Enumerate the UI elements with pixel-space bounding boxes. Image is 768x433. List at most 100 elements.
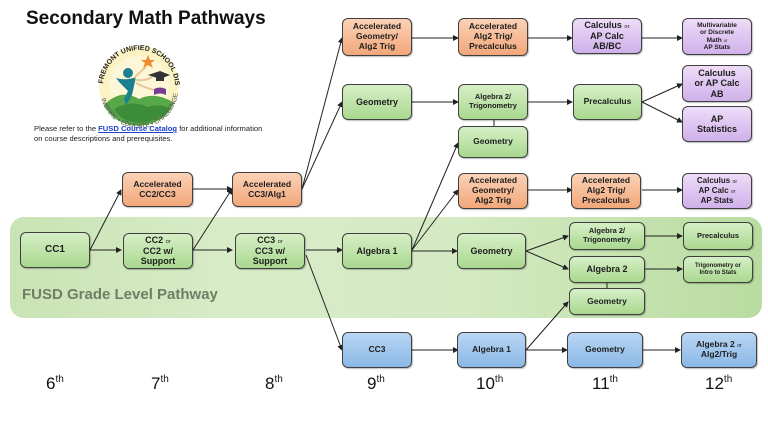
course-label: AP Stats [700, 196, 734, 206]
arrow [89, 189, 122, 251]
course-label: Statistics [696, 124, 738, 134]
course-label: Accelerated [581, 175, 631, 186]
grade-label-6: 6th [46, 374, 64, 394]
course-label: Intro to Stats [699, 269, 737, 276]
course-box-cc3-support: CC3 [342, 332, 412, 368]
course-label: AB [710, 88, 724, 99]
grade-number: 6 [46, 374, 56, 393]
course-label: Geometry [355, 96, 399, 107]
course-label: Calculus [698, 67, 736, 78]
course-label: Precalculus [583, 96, 632, 107]
course-label: Algebra 2 [695, 339, 735, 350]
grade-suffix: th [160, 374, 169, 385]
arrow [525, 301, 569, 351]
catalog-note: Please refer to the FUSD Course Catalog … [34, 124, 264, 144]
course-label: CC2 w/ [142, 246, 173, 257]
grade-level-pathway-label: FUSD Grade Level Pathway [22, 286, 218, 303]
course-label: Alg2 Trig [358, 40, 396, 51]
course-label: CC3 [368, 344, 386, 355]
course-label: Accelerated [468, 175, 518, 186]
course-label: Geometry [587, 295, 627, 306]
grade-suffix: th [55, 374, 64, 385]
arrow [525, 250, 569, 270]
arrow [411, 189, 459, 251]
grade-suffix: th [609, 374, 618, 385]
grade-label-10: 10th [476, 374, 503, 394]
grade-number: 9 [367, 374, 377, 393]
grade-number: 12 [705, 374, 724, 393]
course-label: Alg2 Trig/ [586, 185, 626, 196]
course-label: Algebra 1 [472, 344, 511, 355]
course-label: Calculus [584, 20, 622, 31]
arrow [525, 234, 569, 252]
course-label: or AP Calc [694, 78, 740, 89]
course-label: AP [710, 113, 724, 124]
course-label: Geometry/ [471, 185, 515, 196]
course-box-geometry-11: Geometry [569, 288, 645, 315]
course-label: AP Calc [698, 186, 729, 196]
course-label: Precalculus [582, 194, 630, 205]
course-label: CC2 [145, 235, 164, 246]
arrow [641, 101, 683, 123]
course-label: Alg2 Trig [474, 194, 512, 205]
course-box-precalculus-12: Precalculus [683, 222, 753, 250]
grade-label-11: 11th [592, 374, 618, 394]
grade-label-7: 7th [151, 374, 169, 394]
course-label: Alg2/Trig [700, 349, 738, 359]
page-title: Secondary Math Pathways [26, 8, 266, 29]
or-text: or [730, 189, 736, 196]
course-label: Accelerated [352, 21, 402, 32]
course-label: Trigonometry or [694, 262, 741, 269]
or-text: or [624, 24, 630, 31]
course-catalog-link[interactable]: FUSD Course Catalog [98, 124, 178, 133]
grade-suffix: th [376, 374, 385, 385]
arrow [641, 83, 683, 103]
or-text: or [165, 239, 171, 246]
course-label: Accelerated [133, 178, 182, 189]
course-box-precalculus-11: Precalculus [573, 84, 642, 120]
arrow [301, 37, 344, 190]
grade-number: 11 [592, 374, 610, 393]
course-box-algebra1-support: Algebra 1 [457, 332, 526, 368]
course-box-algebra2-trig-11: Algebra 2/Trigonometry [569, 222, 645, 250]
course-box-geometry-support: Geometry [567, 332, 643, 368]
grade-number: 8 [265, 374, 275, 393]
course-label: Math [706, 36, 722, 44]
grade-label-8: 8th [265, 374, 283, 394]
grade-label-12: 12th [705, 374, 732, 394]
or-text: or [723, 37, 728, 43]
fusd-logo-icon: FREMONT UNIFIED SCHOOL DISTRICT INSPIRE … [83, 28, 192, 139]
arrow [192, 188, 233, 251]
arrow [411, 142, 459, 251]
or-text: or [277, 239, 283, 246]
course-box-geometry-10b: Geometry [458, 126, 528, 158]
grade-suffix: th [494, 374, 504, 385]
course-label: Calculus [696, 176, 731, 186]
course-label: Algebra 2 [586, 264, 628, 275]
or-text: or [732, 179, 738, 186]
grade-number: 7 [151, 374, 161, 393]
arrow [301, 101, 343, 190]
course-box-cc1: CC1 [20, 232, 90, 268]
course-box-algebra2-11: Algebra 2 [569, 256, 645, 283]
or-text: or [737, 343, 743, 350]
course-label: Algebra 2/ [588, 226, 626, 236]
course-box-geometry-9: Geometry [342, 84, 412, 120]
course-label: CC3/Alg1 [248, 188, 286, 199]
course-label: Geometry/ [355, 31, 399, 42]
course-label: or Discrete [700, 29, 734, 37]
course-label: Support [140, 256, 176, 267]
course-label: Geometry [470, 245, 513, 256]
course-label: Multivariable [697, 21, 737, 29]
